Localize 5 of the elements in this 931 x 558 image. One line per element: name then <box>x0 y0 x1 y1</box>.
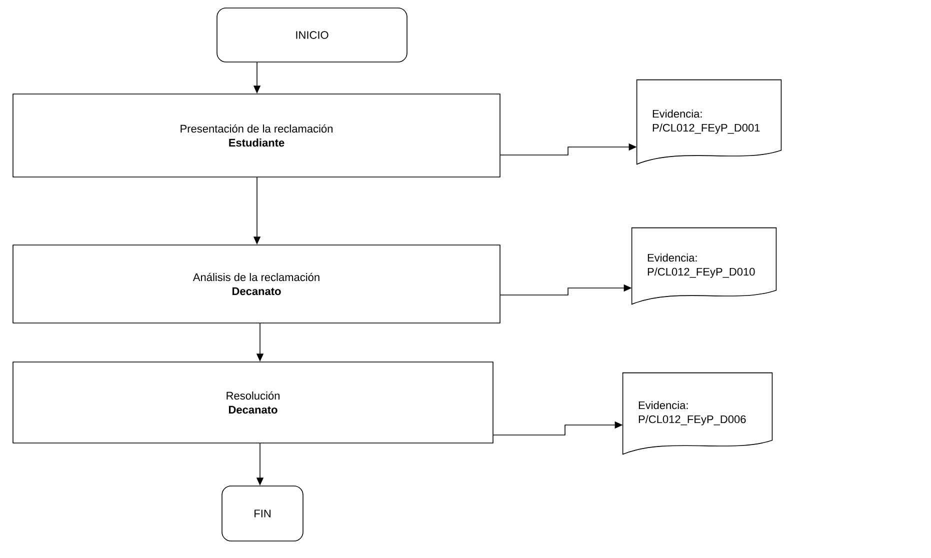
process-box: Análisis de la reclamación Decanato <box>12 244 500 324</box>
terminal-box: INICIO <box>216 8 408 62</box>
process-box: Resolución Decanato <box>12 362 494 444</box>
process-box: Presentación de la reclamación Estudiante <box>12 94 500 178</box>
terminal-box: FIN <box>222 486 304 542</box>
